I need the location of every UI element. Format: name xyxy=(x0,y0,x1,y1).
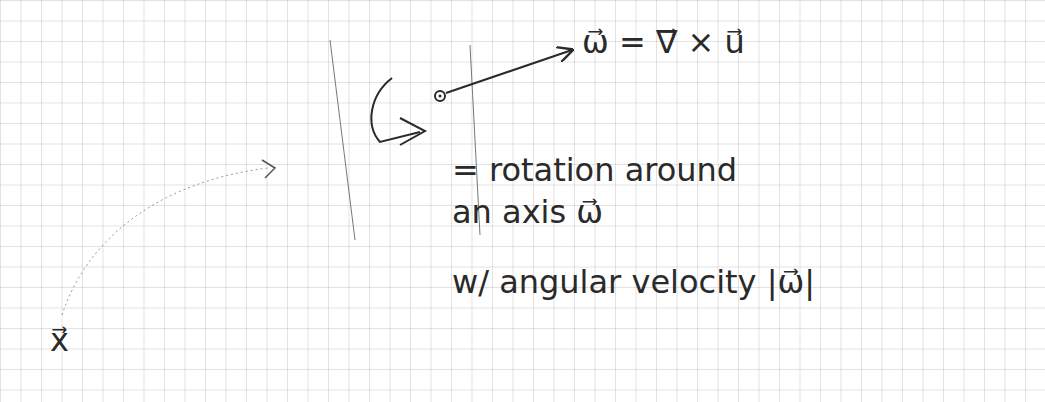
plane-edge xyxy=(330,40,355,240)
note-text: = rotation around an axis ω⃗ xyxy=(452,150,742,233)
axis-arrow xyxy=(446,50,572,93)
position-leader xyxy=(62,168,268,315)
note-text: w/ angular velocity |ω⃗| xyxy=(452,262,815,304)
rotation-arrow xyxy=(371,78,420,142)
arrow-head xyxy=(400,118,425,145)
arrow-head xyxy=(262,160,275,178)
vorticity-formula: ω⃗ = ∇⃗ × u⃗ xyxy=(582,22,745,64)
axis-dot xyxy=(439,95,442,98)
position-label: x⃗ xyxy=(50,320,69,362)
axis-dot xyxy=(435,91,445,101)
